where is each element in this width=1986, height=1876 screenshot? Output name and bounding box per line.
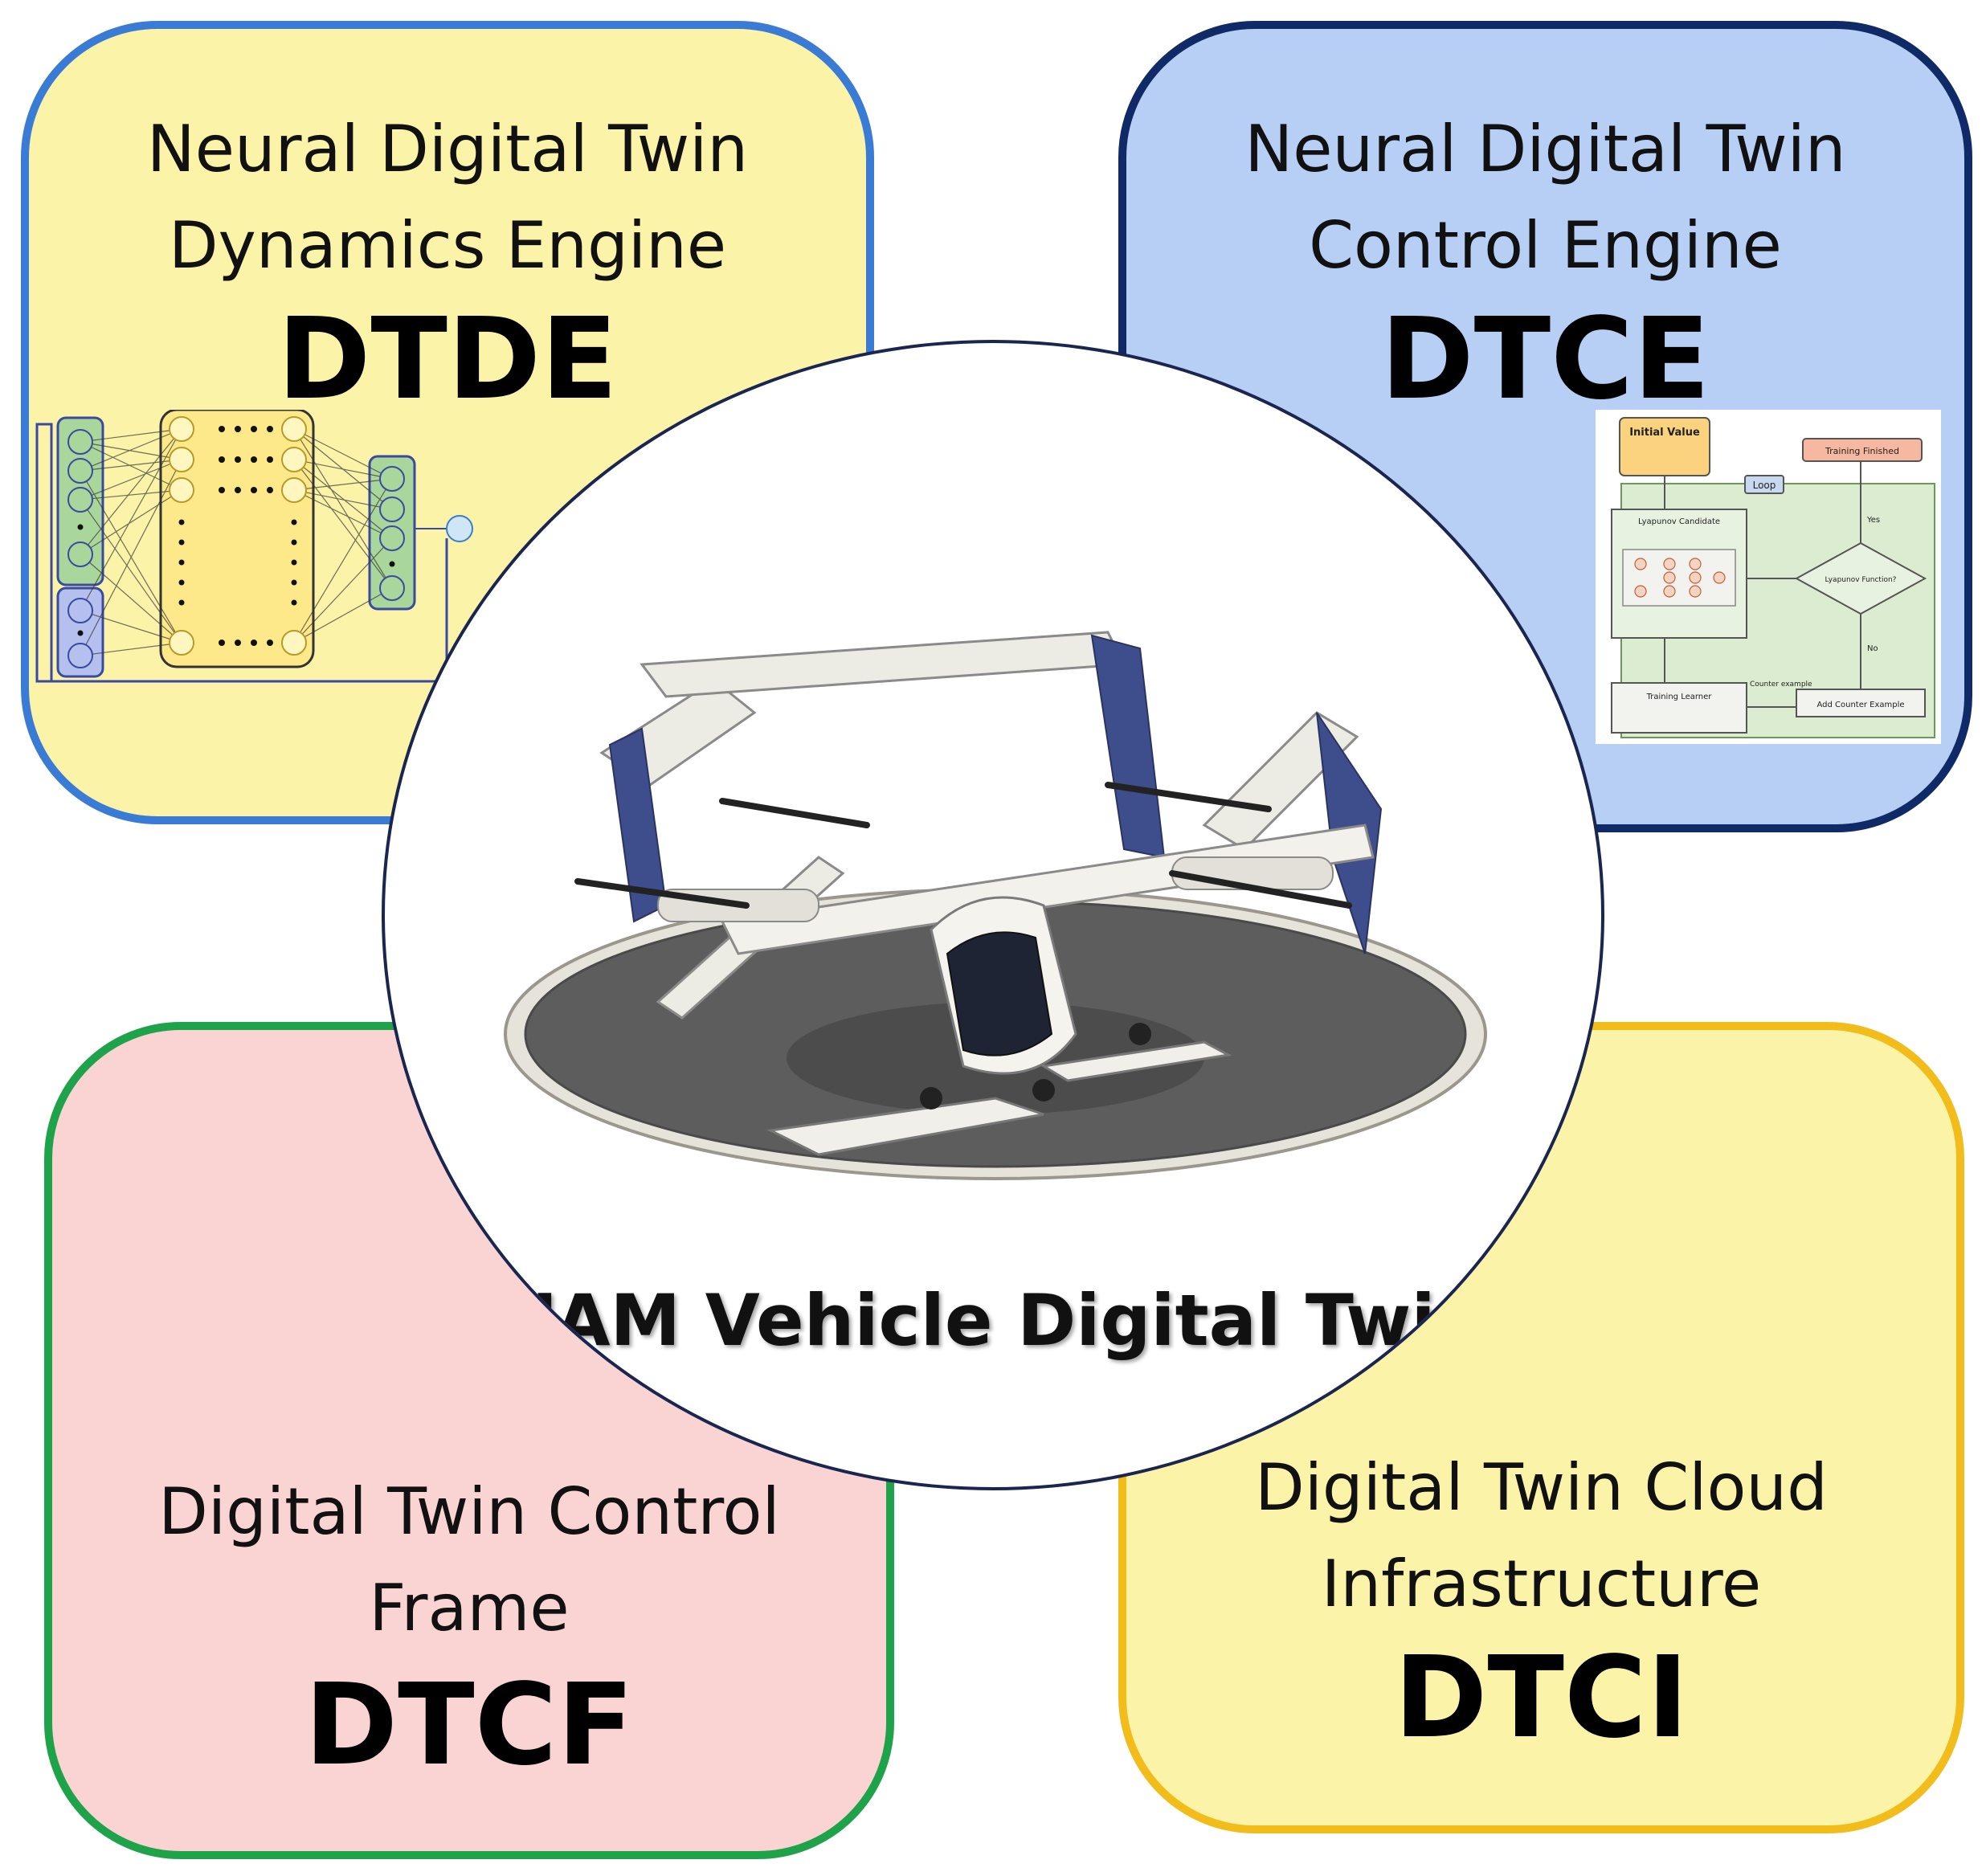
nacelle-right [1171, 856, 1334, 890]
training-finished-node [1802, 438, 1923, 462]
dtce-title-line2: Control Engine [1309, 208, 1782, 283]
dtcf-title-line1: Digital Twin Control [158, 1474, 780, 1549]
dtce-acronym: DTCE [1380, 294, 1710, 425]
landing-skid [766, 1097, 1044, 1156]
counter-example-label: Counter example [1750, 681, 1812, 689]
rotor-blades [574, 782, 1352, 909]
center-label: UAM Vehicle Digital Twin [500, 1279, 1486, 1362]
wing-tip-right [1090, 634, 1166, 859]
yes-label: Yes [1866, 516, 1880, 525]
loop-tag [1744, 475, 1784, 494]
dtci-title-line2: Infrastructure [1321, 1547, 1762, 1621]
box-wing-top [640, 631, 1126, 698]
dtcf-title-line2: Frame [369, 1571, 570, 1645]
dtde-acronym: DTDE [277, 294, 618, 425]
initial-value-label: Initial Value [1629, 427, 1700, 439]
loss-node [446, 515, 473, 542]
lyapunov-decision-label: Lyapunov Function? [1825, 576, 1897, 584]
loop-label: Loop [1753, 480, 1776, 491]
dtci-title-line1: Digital Twin Cloud [1255, 1450, 1828, 1525]
dtcf-acronym: DTCF [304, 1660, 635, 1791]
add-counter-example-label: Add Counter Example [1816, 701, 1904, 709]
training-finished-label: Training Finished [1825, 446, 1899, 456]
uam-digital-twin-circle: UAM Vehicle Digital Twin [382, 340, 1604, 1490]
dtde-title-line2: Dynamics Engine [168, 208, 727, 283]
dtce-title-line1: Neural Digital Twin [1244, 112, 1846, 186]
evtol-aircraft-illustration [504, 631, 1487, 1180]
neural-network-diagram [35, 410, 473, 683]
add-counter-example-node [1796, 689, 1926, 717]
training-learner-label: Training Learner [1646, 693, 1713, 701]
training-flowchart: Initial Value Training Finished Loop Lya… [1596, 410, 1941, 744]
cockpit-canopy [946, 931, 1053, 1057]
no-label: No [1867, 644, 1878, 653]
dtci-acronym: DTCI [1394, 1633, 1689, 1764]
hidden-layer [159, 410, 315, 668]
training-learner-node [1611, 682, 1747, 734]
lyapunov-candidate-label: Lyapunov Candidate [1638, 517, 1720, 526]
dtde-title-line1: Neural Digital Twin [146, 112, 749, 186]
